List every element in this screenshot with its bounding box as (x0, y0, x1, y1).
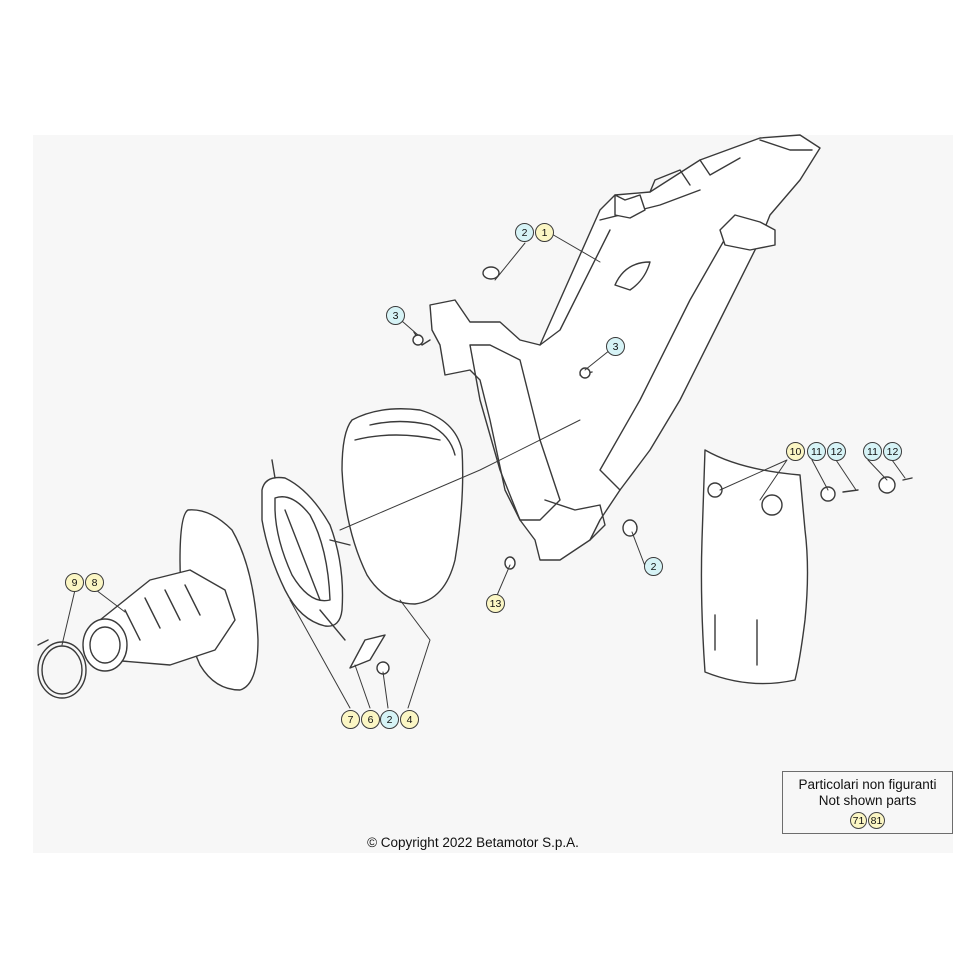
air-box (429, 134, 821, 561)
legend-title-english: Not shown parts (818, 793, 917, 808)
callout-13: 13 (486, 594, 505, 613)
callout-8: 8 (85, 573, 104, 592)
callout-3: 3 (386, 306, 405, 325)
copyright-notice: © Copyright 2022 Betamotor S.p.A. (367, 835, 579, 850)
legend-part-71: 71 (850, 812, 867, 829)
legend-parts: 71 81 (783, 812, 952, 829)
leader-lines (61, 232, 906, 709)
filter-cage (261, 459, 351, 641)
callout-2: 2 (380, 710, 399, 729)
callout-11: 11 (807, 442, 826, 461)
intake-sleeve (82, 509, 259, 691)
callout-1: 1 (535, 223, 554, 242)
callout-6: 6 (361, 710, 380, 729)
small-parts (349, 266, 913, 675)
callout-9: 9 (65, 573, 84, 592)
callout-3: 3 (606, 337, 625, 356)
air-box-cover (700, 449, 809, 685)
callout-7: 7 (341, 710, 360, 729)
legend-part-81: 81 (868, 812, 885, 829)
callout-11: 11 (863, 442, 882, 461)
air-filter (341, 408, 464, 605)
legend-title-italian: Particolari non figuranti (798, 777, 937, 792)
callout-12: 12 (827, 442, 846, 461)
callout-4: 4 (400, 710, 419, 729)
not-shown-parts-legend: Particolari non figuranti Not shown part… (782, 771, 953, 834)
hose-clamp (37, 639, 87, 699)
callout-2: 2 (644, 557, 663, 576)
callout-10: 10 (786, 442, 805, 461)
callout-12: 12 (883, 442, 902, 461)
callout-2: 2 (515, 223, 534, 242)
